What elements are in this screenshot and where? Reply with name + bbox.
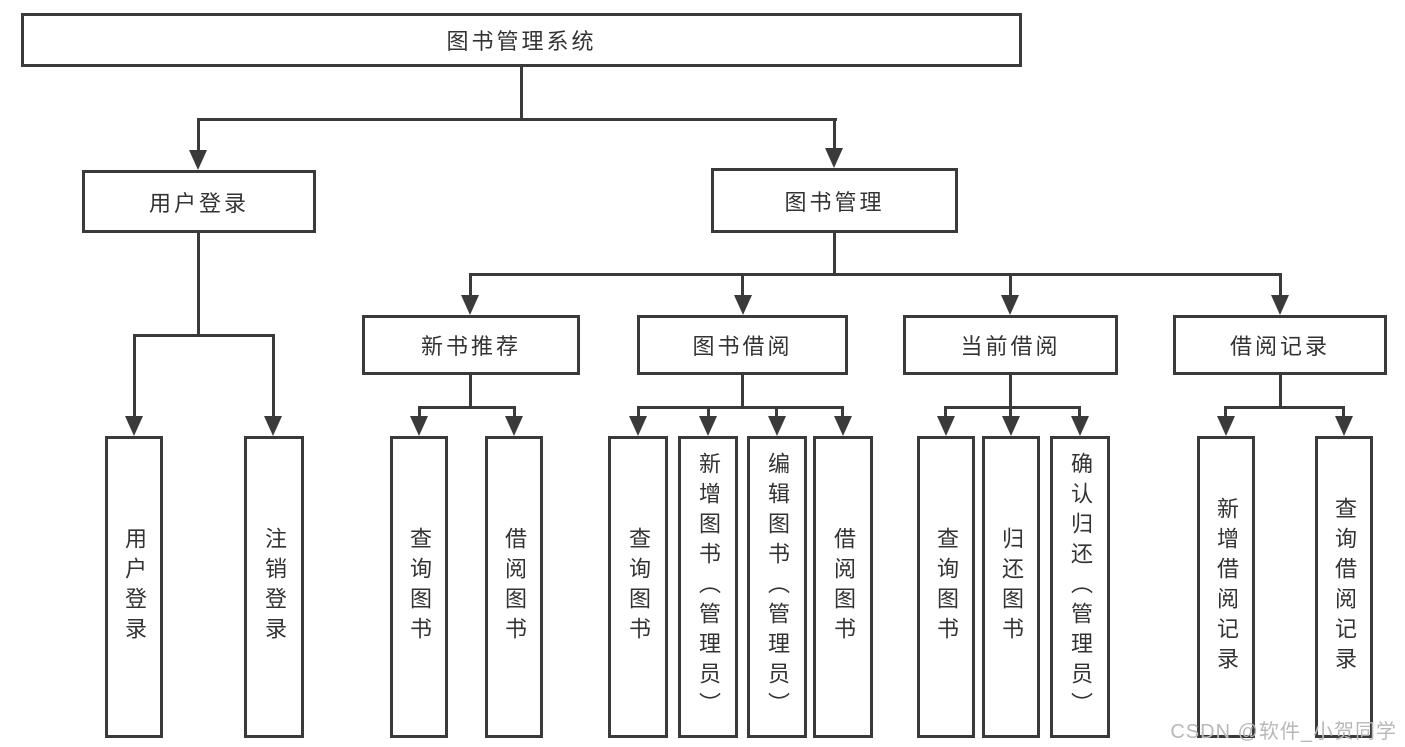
node-label: 用户登录 — [122, 527, 147, 647]
node-label: 借阅图书 — [831, 527, 856, 647]
node-book-management: 图书管理 — [711, 168, 958, 233]
node-label: 编辑图书（管理员） — [765, 452, 790, 722]
arrowhead-down — [629, 416, 647, 436]
node-new-book-recommendation: 新书推荐 — [362, 315, 580, 375]
connector-shaft — [197, 118, 200, 152]
connector-shaft — [841, 406, 844, 420]
node-add-borrow-record: 新增借阅记录 — [1197, 436, 1255, 738]
connector-shaft — [1279, 273, 1282, 299]
arrowhead-down — [1071, 416, 1089, 436]
node-label: 图书借阅 — [692, 334, 793, 359]
connector-shaft — [637, 406, 640, 420]
node-borrow-query-books: 查询图书 — [608, 436, 668, 738]
node-borrow-books-action: 借阅图书 — [813, 436, 873, 738]
node-label: 新增图书（管理员） — [696, 452, 721, 722]
connector-branch — [944, 406, 1081, 409]
arrowhead-down — [264, 416, 282, 436]
arrowhead-down — [410, 416, 428, 436]
node-recommend-query-books: 查询图书 — [390, 436, 448, 738]
node-confirm-return-admin: 确认归还（管理员） — [1050, 436, 1110, 738]
connector-branch — [418, 406, 516, 409]
node-label: 查询图书 — [626, 527, 651, 647]
connector-shaft — [418, 406, 421, 420]
connector-branch — [133, 334, 275, 337]
arrowhead-down — [461, 295, 479, 315]
connector-shaft — [944, 406, 947, 420]
connector-stem — [1279, 375, 1282, 408]
connector-stem — [469, 375, 472, 408]
node-label: 确认归还（管理员） — [1068, 452, 1093, 722]
node-label: 新书推荐 — [420, 334, 521, 359]
node-query-borrow-record: 查询借阅记录 — [1315, 436, 1373, 738]
connector-shaft — [1078, 406, 1081, 420]
connector-shaft — [469, 273, 472, 299]
node-edit-books-admin: 编辑图书（管理员） — [747, 436, 807, 738]
connector-shaft — [775, 406, 778, 420]
arrowhead-down — [768, 416, 786, 436]
node-label: 查询借阅记录 — [1332, 497, 1357, 677]
node-recommend-borrow-books: 借阅图书 — [485, 436, 543, 738]
node-current-borrowing: 当前借阅 — [903, 315, 1118, 375]
node-label: 注销登录 — [262, 527, 287, 647]
node-logout: 注销登录 — [244, 436, 304, 738]
node-book-borrowing: 图书借阅 — [637, 315, 848, 375]
connector-stem — [833, 233, 836, 275]
connector-shaft — [1009, 406, 1012, 420]
arrowhead-down — [1335, 416, 1353, 436]
arrowhead-down — [699, 416, 717, 436]
arrowhead-down — [505, 416, 523, 436]
connector-branch — [469, 273, 1282, 276]
node-current-query-books: 查询图书 — [917, 436, 975, 738]
node-label: 查询图书 — [934, 527, 959, 647]
node-library-management-system: 图书管理系统 — [21, 13, 1022, 67]
node-label: 当前借阅 — [960, 334, 1061, 359]
node-label: 新增借阅记录 — [1214, 497, 1239, 677]
arrowhead-down — [1002, 416, 1020, 436]
connector-root-stem — [520, 67, 523, 120]
node-borrowing-records: 借阅记录 — [1173, 315, 1387, 375]
node-label: 借阅记录 — [1229, 334, 1330, 359]
connector-shaft — [1009, 273, 1012, 299]
connector-stem — [197, 233, 200, 336]
node-label: 借阅图书 — [502, 527, 527, 647]
node-label: 用户登录 — [148, 190, 249, 216]
node-label: 图书管理 — [784, 189, 885, 215]
connector-branch — [1224, 406, 1345, 409]
node-user-login: 用户登录 — [82, 170, 316, 233]
arrowhead-down — [1001, 295, 1019, 315]
node-label: 图书管理系统 — [446, 29, 597, 54]
arrowhead-down — [189, 150, 207, 170]
connector-stem — [1009, 375, 1012, 408]
connector-shaft — [1224, 406, 1227, 420]
node-label: 归还图书 — [999, 527, 1024, 647]
connector-stem — [741, 375, 744, 408]
watermark-text: CSDN @软件_小贺同学 — [1170, 721, 1397, 743]
arrowhead-down — [834, 416, 852, 436]
connector-shaft — [833, 118, 836, 150]
arrowhead-down — [125, 416, 143, 436]
connector-branch — [637, 406, 844, 409]
arrowhead-down — [825, 148, 843, 168]
arrowhead-down — [1271, 295, 1289, 315]
arrowhead-down — [937, 416, 955, 436]
connector-shaft — [272, 334, 275, 418]
connector-shaft — [741, 273, 744, 299]
node-user-login-action: 用户登录 — [105, 436, 163, 738]
connector-shaft — [1342, 406, 1345, 420]
node-add-books-admin: 新增图书（管理员） — [678, 436, 738, 738]
connector-root-branch — [197, 118, 837, 121]
node-label: 查询图书 — [407, 527, 432, 647]
arrowhead-down — [1217, 416, 1235, 436]
connector-shaft — [707, 406, 710, 420]
arrowhead-down — [734, 295, 752, 315]
connector-shaft — [133, 334, 136, 418]
connector-shaft — [513, 406, 516, 420]
node-return-books: 归还图书 — [982, 436, 1040, 738]
